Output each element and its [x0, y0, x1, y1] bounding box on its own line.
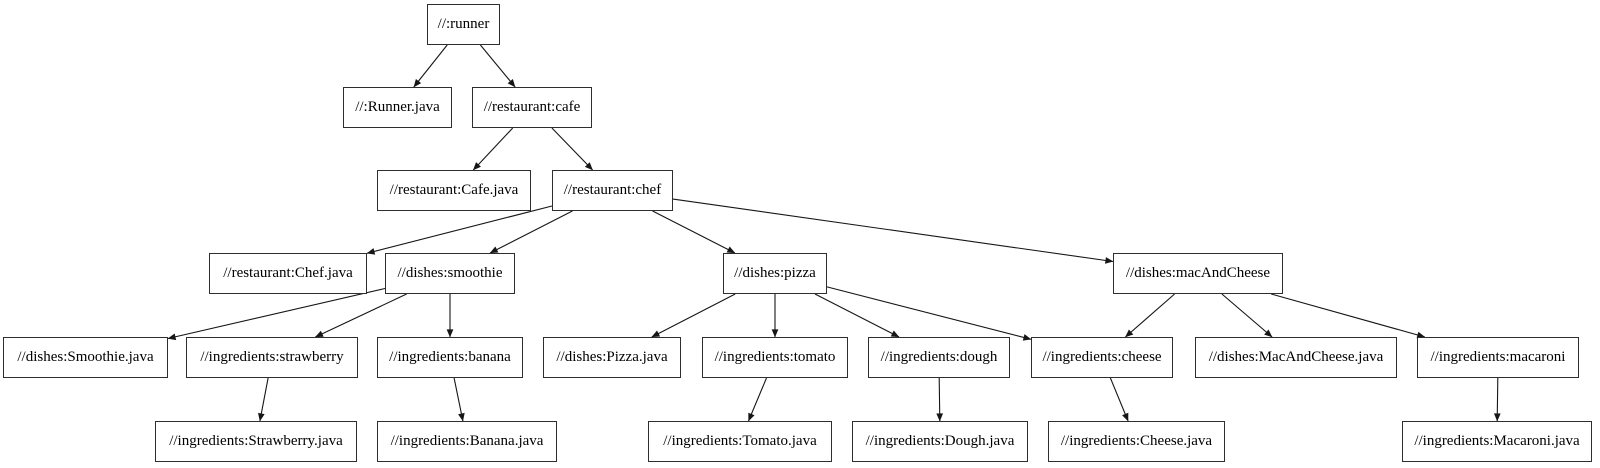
graph-node-banana-java: //ingredients:Banana.java [377, 421, 557, 462]
graph-node-label: //restaurant:chef [563, 182, 662, 198]
graph-node-label: //ingredients:Macaroni.java [1414, 433, 1580, 449]
graph-node-label: //dishes:pizza [734, 265, 816, 281]
graph-edge-banana--banana-java [453, 377, 465, 422]
graph-node-runner: //:runner [427, 4, 500, 45]
graph-edge-runner--runner-java [413, 44, 448, 88]
graph-node-label: //restaurant:Cafe.java [389, 182, 519, 198]
graph-edge-pizza--cheese [826, 286, 1032, 341]
graph-node-label: //dishes:Pizza.java [556, 349, 668, 365]
graph-node-smoothie: //dishes:smoothie [385, 253, 515, 294]
graph-node-cafe-java: //restaurant:Cafe.java [377, 170, 531, 211]
graph-node-label: //ingredients:cheese [1042, 349, 1162, 365]
graph-node-dough: //ingredients:dough [868, 337, 1010, 378]
graph-node-tomato-java: //ingredients:Tomato.java [648, 421, 832, 462]
graph-edge-chef--chef-java [366, 205, 553, 255]
graph-node-label: //restaurant:Chef.java [223, 265, 353, 281]
graph-node-strawberry-java: //ingredients:Strawberry.java [155, 421, 357, 462]
graph-node-label: //:Runner.java [355, 99, 440, 115]
graph-node-chef-java: //restaurant:Chef.java [209, 253, 367, 294]
graph-node-label: //ingredients:Dough.java [865, 433, 1015, 449]
graph-node-dough-java: //ingredients:Dough.java [852, 421, 1028, 462]
graph-edge-chef--smoothie [489, 210, 573, 254]
graph-edge-mac-and-cheese--macaroni [1271, 293, 1426, 339]
graph-edge-macaroni--macaroni-java [1493, 377, 1501, 422]
graph-node-tomato: //ingredients:tomato [702, 337, 848, 378]
graph-node-macaroni-java: //ingredients:Macaroni.java [1402, 421, 1592, 462]
graph-edge-chef--pizza [652, 210, 736, 254]
graph-node-macaroni: //ingredients:macaroni [1417, 337, 1579, 378]
graph-edge-strawberry--strawberry-java [258, 377, 269, 422]
graph-node-chef: //restaurant:chef [552, 170, 673, 211]
graph-edge-pizza--pizza-java [651, 293, 736, 338]
graph-edge-chef--mac-and-cheese [672, 198, 1114, 264]
graph-node-smoothie-java: //dishes:Smoothie.java [3, 337, 168, 378]
graph-node-cheese: //ingredients:cheese [1031, 337, 1173, 378]
graph-node-label: //ingredients:macaroni [1430, 349, 1566, 365]
graph-node-label: //dishes:Smoothie.java [17, 349, 154, 365]
graph-node-strawberry: //ingredients:strawberry [186, 337, 358, 378]
graph-node-pizza-java: //dishes:Pizza.java [543, 337, 681, 378]
graph-node-label: //dishes:macAndCheese [1125, 265, 1271, 281]
graph-node-label: //ingredients:strawberry [200, 349, 344, 365]
graph-node-cafe: //restaurant:cafe [472, 87, 592, 128]
graph-node-runner-java: //:Runner.java [343, 87, 452, 128]
graph-node-cheese-java: //ingredients:Cheese.java [1048, 421, 1225, 462]
graph-edge-mac-and-cheese--mac-and-cheese-java [1221, 293, 1273, 338]
graph-edge-cafe--cafe-java [472, 127, 514, 171]
graph-edge-smoothie--smoothie-java [167, 287, 386, 341]
graph-node-mac-and-cheese: //dishes:macAndCheese [1113, 253, 1283, 294]
graph-edge-cheese--cheese-java [1109, 377, 1129, 422]
graph-node-label: //dishes:MacAndCheese.java [1208, 349, 1384, 365]
graph-node-label: //ingredients:Cheese.java [1060, 433, 1213, 449]
graph-node-label: //ingredients:Strawberry.java [169, 433, 343, 449]
graph-node-label: //ingredients:dough [880, 349, 998, 365]
graph-edge-runner--cafe [479, 44, 516, 88]
graph-node-label: //dishes:smoothie [397, 265, 503, 281]
graph-edge-mac-and-cheese--cheese [1125, 293, 1175, 338]
graph-node-pizza: //dishes:pizza [723, 253, 827, 294]
graph-node-label: //ingredients:tomato [714, 349, 836, 365]
graph-edge-smoothie--strawberry [315, 293, 407, 338]
graph-node-mac-and-cheese-java: //dishes:MacAndCheese.java [1195, 337, 1397, 378]
graph-edges-group [167, 44, 1501, 422]
graph-node-label: //ingredients:Tomato.java [663, 433, 817, 449]
graph-node-label: //ingredients:Banana.java [390, 433, 544, 449]
graph-node-banana: //ingredients:banana [377, 337, 523, 378]
graph-node-label: //:runner [437, 16, 490, 32]
graph-edge-dough--dough-java [936, 377, 944, 422]
graph-edge-tomato--tomato-java [747, 377, 768, 422]
graph-edge-pizza--dough [814, 293, 900, 338]
graph-node-label: //restaurant:cafe [483, 99, 581, 115]
graph-node-label: //ingredients:banana [389, 349, 511, 365]
graph-edge-cafe--chef [551, 127, 593, 171]
